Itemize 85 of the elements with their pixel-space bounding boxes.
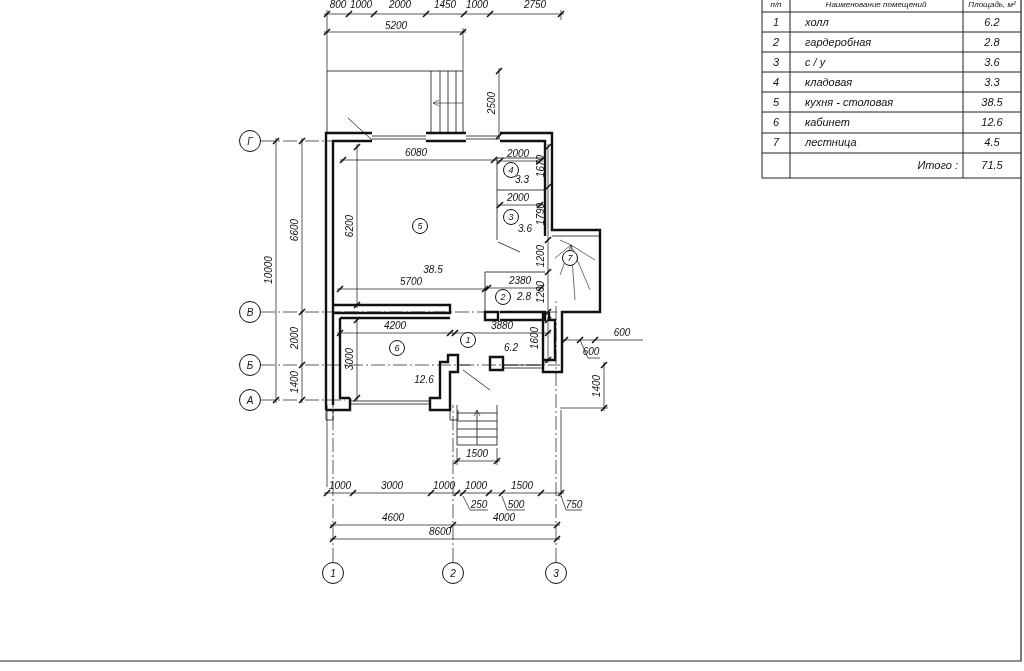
room-area: 3.3	[984, 76, 1000, 88]
room-name: лестница	[805, 136, 857, 148]
dimension-label: 1450	[433, 0, 457, 10]
grid-axis-bubble: В	[239, 301, 261, 323]
dimension-label: 4600	[381, 513, 405, 523]
room-number-circle: 2	[495, 289, 511, 305]
grid-axis-bubble: Б	[239, 354, 261, 376]
dimension-label: 1790	[536, 202, 546, 226]
room-number-circle: 1	[460, 332, 476, 348]
row-number: 3	[772, 56, 780, 68]
dimension-label: 750	[565, 500, 583, 510]
total-area: 71.5	[981, 159, 1003, 171]
row-number: 5	[772, 96, 780, 108]
dimension-label: 1600	[530, 326, 540, 350]
room-number-circle: 7	[562, 250, 578, 266]
dimension-label: 1400	[592, 374, 602, 398]
area-label: 6.2	[504, 343, 518, 353]
dimension-label: 3000	[380, 481, 404, 491]
room-number-circle: 3	[503, 209, 519, 225]
dimension-label: 1200	[536, 244, 546, 268]
row-number: 2	[772, 36, 780, 48]
dimension-label: 600	[582, 347, 600, 357]
grid-axis-bubble: 2	[442, 562, 464, 584]
dimension-label: 2500	[487, 91, 497, 115]
dimension-label: 3000	[345, 347, 355, 371]
room-area: 38.5	[981, 96, 1003, 108]
room-area: 2.8	[984, 36, 1000, 48]
room-name: холл	[805, 16, 829, 28]
dimension-label: 6600	[290, 218, 300, 242]
dimension-label: 6080	[404, 148, 428, 158]
dimension-label: 1000	[349, 0, 373, 10]
row-number: 1	[772, 16, 780, 28]
room-name: гардеробная	[805, 36, 872, 48]
area-label: 38.5	[423, 265, 443, 275]
dimension-label: 1500	[510, 481, 534, 491]
grid-axis-bubble: А	[239, 389, 261, 411]
area-label: 12.6	[414, 375, 434, 385]
room-name: кухня - столовая	[805, 96, 894, 108]
room-area: 3.6	[984, 56, 1000, 68]
dimension-label: 2750	[523, 0, 547, 10]
room-area: 4.5	[984, 136, 1000, 148]
grid-axis-bubble: Г	[239, 130, 261, 152]
dimension-label: 2000	[388, 0, 412, 10]
dimension-label: 2000	[506, 149, 530, 159]
dimension-label: 4200	[383, 321, 407, 331]
row-number: 6	[772, 116, 780, 128]
grid-axis-bubble: 1	[322, 562, 344, 584]
total-label: Итого :	[917, 159, 958, 171]
dimension-label: 10000	[264, 256, 274, 284]
dimension-label: 250	[470, 500, 488, 510]
area-label: 3.6	[518, 224, 532, 234]
dimension-label: 8600	[428, 527, 452, 537]
room-area: 12.6	[981, 116, 1003, 128]
dimension-label: 3880	[490, 321, 514, 331]
dimension-label: 1000	[328, 481, 352, 491]
table-header: Площадь, м²	[968, 1, 1016, 9]
room-name: кабинет	[805, 116, 850, 128]
dimension-label: 5200	[384, 21, 408, 31]
dimension-label: 1200	[536, 280, 546, 304]
table-header: Наименование помещений	[825, 1, 927, 9]
area-label: 3.3	[515, 175, 529, 185]
dimension-label: 6200	[345, 214, 355, 238]
dimension-label: 4000	[492, 513, 516, 523]
dimension-label: 1000	[465, 0, 489, 10]
row-number: 7	[772, 136, 780, 148]
dimension-label: 1670	[536, 154, 546, 178]
row-number: 4	[772, 76, 780, 88]
room-name: кладовая	[805, 76, 853, 88]
room-number-circle: 5	[412, 218, 428, 234]
dimension-label: 2380	[508, 276, 532, 286]
room-name: с / у	[805, 56, 826, 68]
dimension-label: 500	[507, 500, 525, 510]
dimension-label: 2000	[290, 326, 300, 350]
dimension-label: 1400	[290, 370, 300, 394]
dimension-label: 600	[613, 328, 631, 338]
dimension-label: 2000	[506, 193, 530, 203]
dimension-label: 1000	[432, 481, 456, 491]
dimension-label: 5700	[399, 277, 423, 287]
room-area: 6.2	[984, 16, 1000, 28]
table-header: п/п	[770, 1, 782, 9]
dimension-label: 1000	[464, 481, 488, 491]
room-number-circle: 6	[389, 340, 405, 356]
dimension-label: 800	[329, 0, 347, 10]
grid-axis-bubble: 3	[545, 562, 567, 584]
dimension-label: 1500	[465, 449, 489, 459]
